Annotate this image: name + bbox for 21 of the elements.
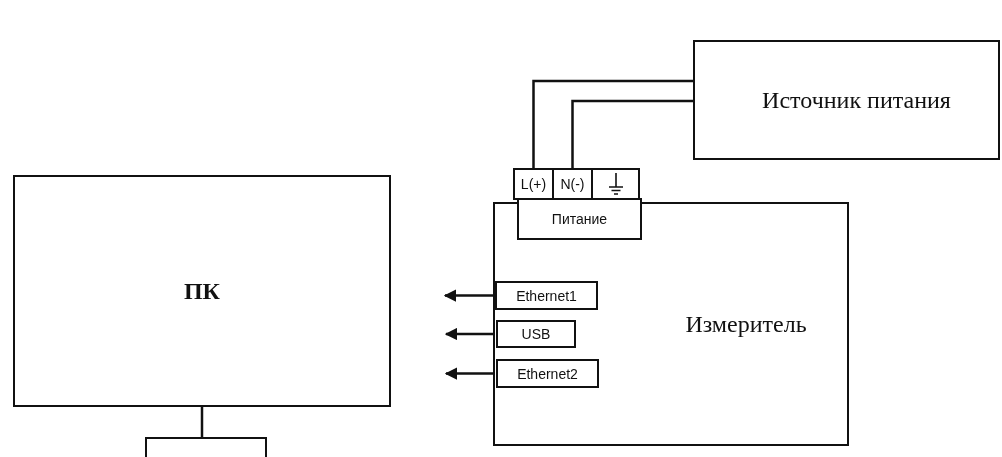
wire <box>200 407 204 437</box>
connector-label: Питание <box>551 211 608 227</box>
port-box <box>495 281 598 310</box>
wire <box>532 79 693 168</box>
wire <box>571 99 693 168</box>
device-name: ПК <box>183 277 221 305</box>
device-name: Измеритель <box>685 310 807 338</box>
arrow <box>443 289 495 302</box>
terminal-label: L(+) <box>520 176 547 192</box>
power-supply-box <box>693 40 1000 160</box>
terminal-label: N(-) <box>560 176 585 192</box>
port-label: USB <box>521 326 551 342</box>
terminal-box <box>513 168 554 200</box>
computer-monitor-box <box>13 175 391 407</box>
port-box <box>496 359 599 388</box>
device-name: Источник питания <box>762 86 951 114</box>
port-box <box>496 320 576 348</box>
terminal-box <box>591 168 640 200</box>
power-connector-box <box>517 198 642 240</box>
port-label: Ethernet1 <box>516 287 577 304</box>
port-label: Ethernet2 <box>517 365 578 382</box>
